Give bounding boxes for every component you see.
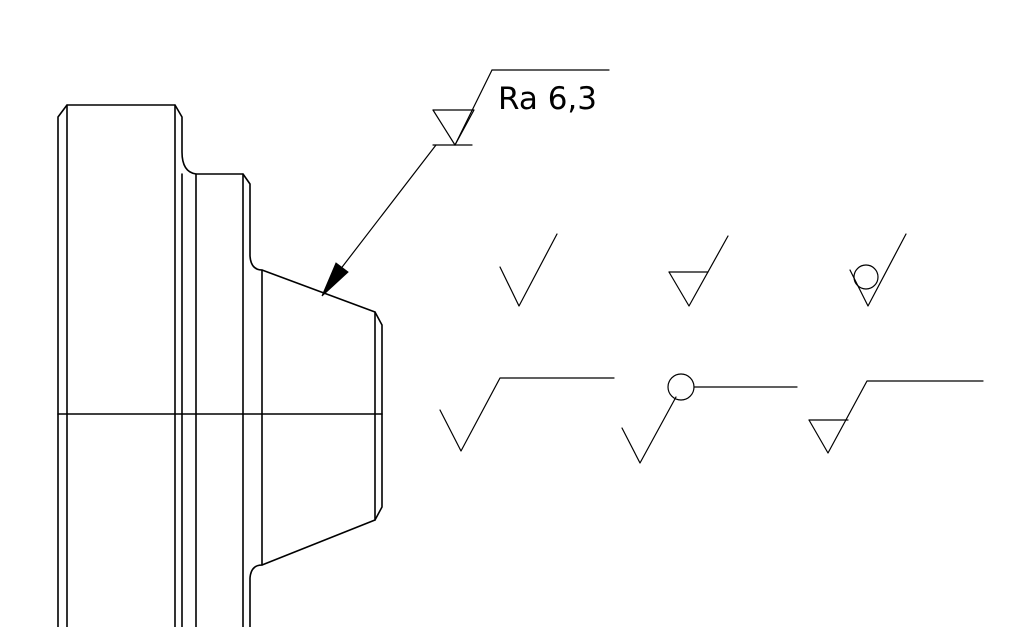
symbol-basic-check — [499, 233, 558, 307]
callout-triangle — [432, 109, 475, 146]
part-outline — [57, 104, 383, 627]
symbol-removal-prohibited-extended — [621, 373, 798, 464]
leader-arrowhead — [321, 262, 349, 297]
leader-line — [335, 144, 437, 276]
symbol-removal-required-extended — [808, 380, 984, 454]
roughness-value-label: Ra 6,3 — [498, 81, 597, 117]
roughness-callout: Ra 6,3 — [321, 69, 610, 297]
symbol-removal-required — [668, 235, 729, 307]
symbol-basic-extended — [439, 377, 615, 452]
part-section — [57, 104, 383, 627]
symbol-removal-prohibited — [849, 233, 907, 307]
callout-short-leg — [432, 109, 456, 146]
